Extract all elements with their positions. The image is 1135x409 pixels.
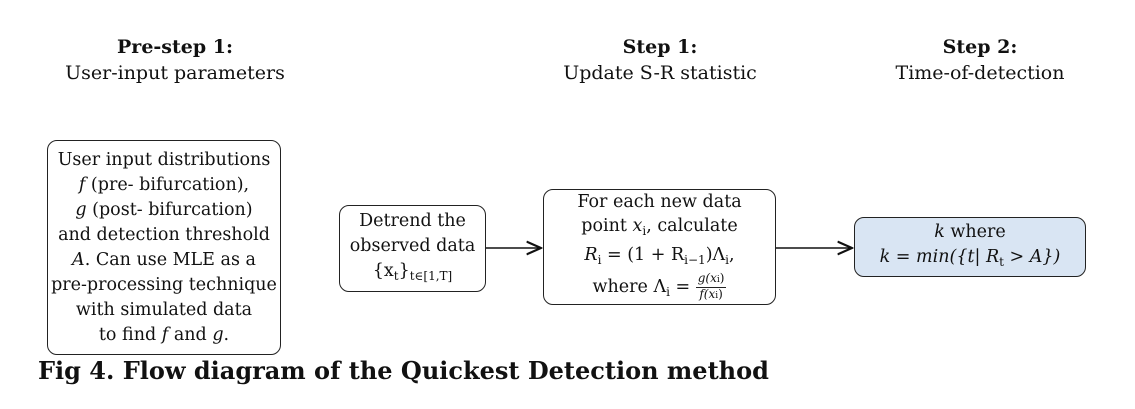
input-line-8: to find f and g. <box>98 324 230 345</box>
update-line-1: For each new data <box>577 192 742 212</box>
header-prestep-title: Pre-step 1: <box>117 36 233 58</box>
input-line-2: f (pre- bifurcation), <box>79 173 249 198</box>
detect-line-2: k = min({t| Rt > A}) <box>880 245 1061 275</box>
update-line-3-rest: = (1 + R <box>601 245 685 265</box>
detrend-formula-range: t∈[1,T] <box>409 268 453 283</box>
detect-line-1-var: k <box>934 221 945 242</box>
update-line-2-var: x <box>632 216 643 236</box>
detrend-box: Detrend the observed data {xt}t∈[1,T] <box>339 205 486 292</box>
detrend-formula: {xt}t∈[1,T] <box>373 259 453 289</box>
input-line-3: g (post- bifurcation) <box>75 198 252 223</box>
detrend-formula-sub: t <box>393 268 399 283</box>
input-parameters-box: User input distributions f (pre- bifurca… <box>47 140 281 355</box>
detrend-formula-close: } <box>398 260 410 281</box>
detect-line-1: k where <box>934 220 1006 245</box>
update-line-3-end: , <box>729 245 735 265</box>
update-line-3-sub-i2: i <box>725 253 729 267</box>
input-line-6: pre-processing technique <box>51 274 277 295</box>
header-step1-title: Step 1: <box>622 36 698 58</box>
update-line-2-sub: i <box>642 224 647 238</box>
detrend-formula-open: {x <box>372 260 394 281</box>
symbol-A: A <box>72 249 85 270</box>
symbol-g-2: g <box>212 324 224 345</box>
header-step1: Step 1: Update S-R statistic <box>520 34 800 86</box>
fraction-numerator: g(xi) <box>695 271 727 288</box>
header-step1-subtitle: Update S-R statistic <box>563 62 757 84</box>
update-line-4-prefix: where Λ <box>592 277 667 297</box>
input-line-5-text: . Can use MLE as a <box>84 249 256 270</box>
detrend-line-1: Detrend the <box>359 210 466 231</box>
fraction-den-sub: i <box>715 291 719 301</box>
detect-line-2-formula: k = min({t| R <box>879 246 1000 267</box>
fraction-num-text: g(x <box>697 271 717 285</box>
header-prestep-subtitle: User-input parameters <box>65 62 285 84</box>
symbol-g: g <box>75 199 87 220</box>
update-line-2-prefix: point <box>581 216 627 236</box>
update-line-4-sub: i <box>666 285 670 299</box>
header-step2-subtitle: Time-of-detection <box>895 62 1065 84</box>
symbol-f: f <box>78 174 86 195</box>
header-step2: Step 2: Time-of-detection <box>860 34 1100 86</box>
input-line-1: User input distributions <box>57 149 271 170</box>
input-line-2-text: (pre- bifurcation), <box>90 174 250 195</box>
update-line-2-suffix: , calculate <box>646 216 738 236</box>
update-line-3-sub-i: i <box>597 253 602 267</box>
fraction-den-text: f(x <box>699 287 716 301</box>
update-sr-box: For each new data point xi, calculate Ri… <box>543 189 776 305</box>
input-line-4: and detection threshold <box>58 224 270 245</box>
update-line-3-rest2: )Λ <box>705 245 726 265</box>
fraction-num-sub: i <box>716 275 720 285</box>
time-of-detection-box: k where k = min({t| Rt > A}) <box>854 217 1086 277</box>
update-line-3-R: R <box>584 245 598 265</box>
detect-line-1-rest: where <box>944 221 1006 242</box>
update-line-3-sub-im1: i−1 <box>684 253 706 267</box>
detect-line-2-end: > A}) <box>1003 246 1061 267</box>
detect-line-2-sub: t <box>999 254 1004 269</box>
input-line-8-text: to find <box>98 324 157 345</box>
header-prestep: Pre-step 1: User-input parameters <box>40 34 310 86</box>
update-line-3: Ri = (1 + Ri−1)Λi, <box>584 243 734 272</box>
input-line-5: A. Can use MLE as a <box>72 248 256 273</box>
figure-caption: Fig 4. Flow diagram of the Quickest Dete… <box>38 356 769 385</box>
header-step2-title: Step 2: <box>942 36 1018 58</box>
input-line-7: with simulated data <box>75 299 253 320</box>
detrend-line-2: observed data <box>349 235 476 256</box>
update-line-4: where Λi = g(xi)f(xi) <box>592 271 727 303</box>
input-line-3-text: (post- bifurcation) <box>92 199 253 220</box>
symbol-f-2: f <box>161 324 169 345</box>
fraction-denominator: f(xi) <box>699 287 723 302</box>
input-line-8-and: and <box>173 324 207 345</box>
update-line-2: point xi, calculate <box>581 214 737 243</box>
likelihood-ratio-fraction: g(xi)f(xi) <box>695 271 727 303</box>
